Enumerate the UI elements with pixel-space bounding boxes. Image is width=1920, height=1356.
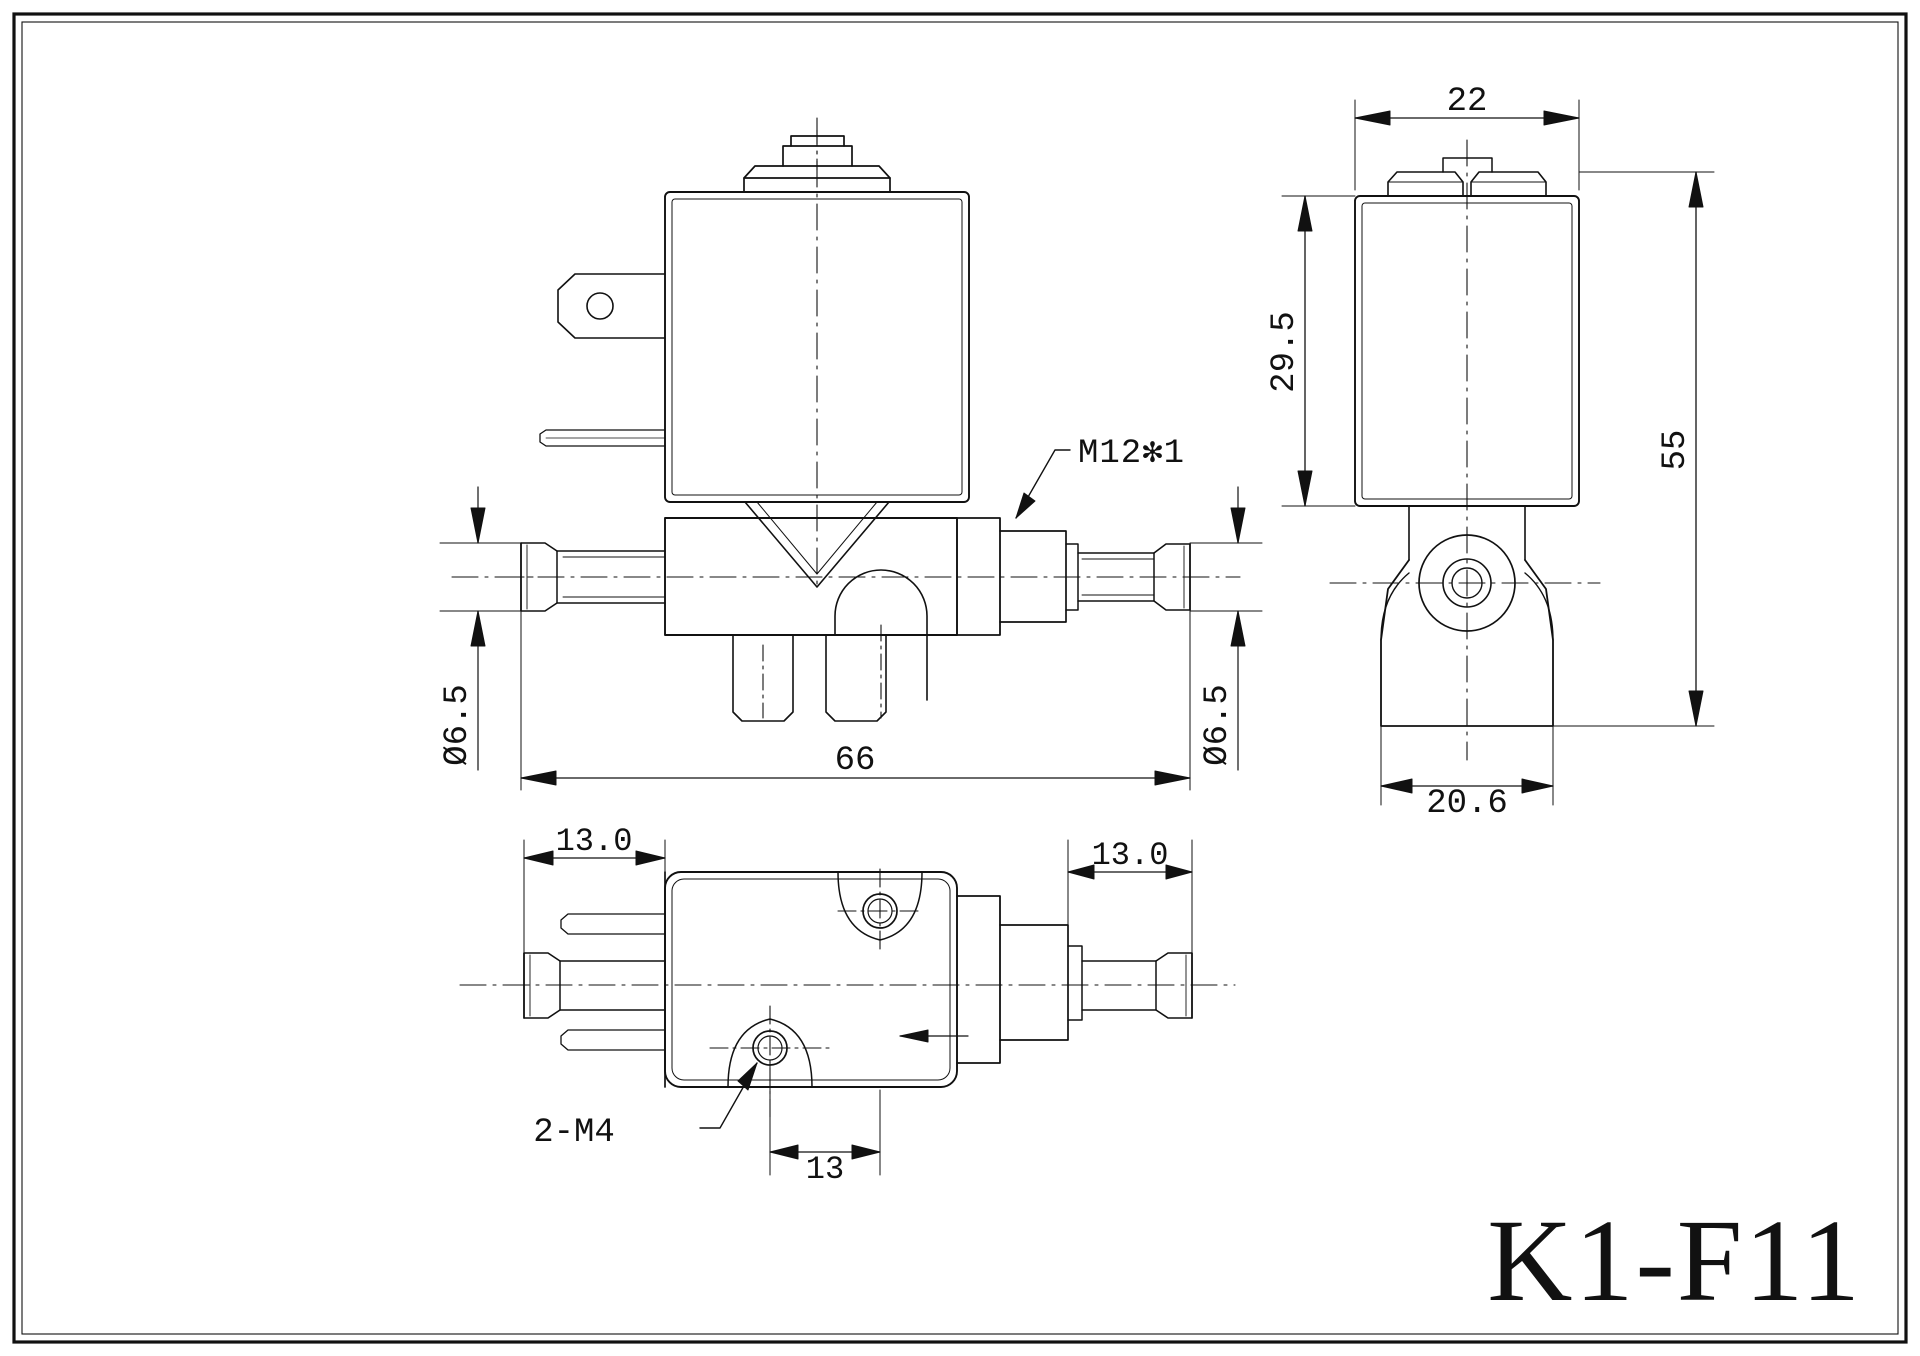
bottom-thread-block [956, 895, 1001, 1064]
bottom-pin-upper [560, 913, 666, 935]
side-coil-body-inner [1361, 202, 1573, 500]
label-diameter-right: Ø6.5 [1199, 684, 1237, 766]
bottom-right-tube [1081, 960, 1157, 1011]
sheet-border [12, 12, 1908, 1344]
label-13-0-right: 13.0 [1092, 837, 1169, 874]
drawing-title: K1-F11 [1487, 1195, 1862, 1326]
side-valve-shoulder [1408, 505, 1526, 561]
dim22-arrow-left [1354, 110, 1391, 126]
dim55-arrow-bot [1688, 690, 1704, 727]
dim13-arrow-right [851, 1144, 881, 1160]
dim130L-arrow-b [635, 850, 666, 866]
side-valve-body-round-right [1524, 572, 1554, 641]
m12-leader-arrow [1015, 492, 1036, 519]
valve-bottom-stub-left [732, 634, 794, 722]
dimL65-arrow-top [470, 507, 486, 544]
front-view [439, 117, 1263, 791]
right-port-tube [1077, 552, 1155, 602]
sheet-border-inner [21, 21, 1899, 1335]
bottom-left-tube [559, 960, 666, 1011]
label-20-6: 20.6 [1426, 785, 1508, 823]
dim130R-arrow-a [1067, 864, 1095, 880]
dim22-arrow-right [1543, 110, 1580, 126]
label-22: 22 [1447, 83, 1488, 121]
bottom-inner-arrow-head [899, 1029, 929, 1043]
side-valve-body-round-left [1380, 572, 1410, 641]
coil-body [664, 191, 970, 503]
right-thread-shoulder [1065, 543, 1079, 611]
bottom-thread-shoulder [1067, 945, 1083, 1021]
dim206-arrow-right [1521, 778, 1554, 794]
coil-mounting-tab [557, 273, 666, 339]
dim295-arrow-bot [1297, 470, 1313, 507]
coil-lead-wire-upper [539, 429, 666, 447]
valve-bottom-stub-right [825, 634, 887, 722]
coil-body-inner [671, 198, 963, 496]
label-2-m4: 2-M4 [533, 1114, 615, 1152]
label-66: 66 [835, 742, 876, 780]
label-55: 55 [1657, 430, 1695, 471]
right-thread-block [956, 517, 1001, 636]
dim55-arrow-top [1688, 171, 1704, 208]
label-diameter-left: Ø6.5 [439, 684, 477, 766]
side-port-circle-mid [1442, 558, 1492, 608]
bottom-view [459, 839, 1236, 1176]
dimR65-arrow-bot [1230, 610, 1246, 647]
dim130R-arrow-b [1165, 864, 1193, 880]
dim66-arrow-right [1154, 770, 1191, 786]
valve-bottom-boss [834, 569, 928, 701]
bottom-pin-lower [560, 1029, 666, 1051]
label-29-5: 29.5 [1266, 311, 1304, 393]
side-coil-body [1354, 195, 1580, 507]
side-screw-cap [1442, 157, 1493, 173]
label-13-0-left: 13.0 [556, 823, 633, 860]
side-view [1281, 99, 1715, 806]
m4-leader-arrow [737, 1062, 758, 1091]
right-thread-body [999, 530, 1067, 623]
dim206-arrow-left [1380, 778, 1413, 794]
coil-plunger-cone-inner [756, 501, 878, 575]
coil-plunger-cone [744, 501, 890, 588]
bottom-thread-body [999, 924, 1069, 1041]
dimR65-arrow-top [1230, 507, 1246, 544]
dim13-arrow-left [769, 1144, 799, 1160]
label-m12x1: M12✻1 [1078, 435, 1185, 473]
m12-leader-line [1015, 449, 1071, 519]
dimL65-arrow-bot [470, 610, 486, 647]
side-valve-body [1380, 559, 1554, 727]
dim66-arrow-left [520, 770, 557, 786]
bottom-body-inner [671, 878, 951, 1081]
dim295-arrow-top [1297, 195, 1313, 232]
dim130L-arrow-a [523, 850, 554, 866]
coil-tab-hole [586, 292, 614, 320]
label-13: 13 [806, 1151, 844, 1188]
